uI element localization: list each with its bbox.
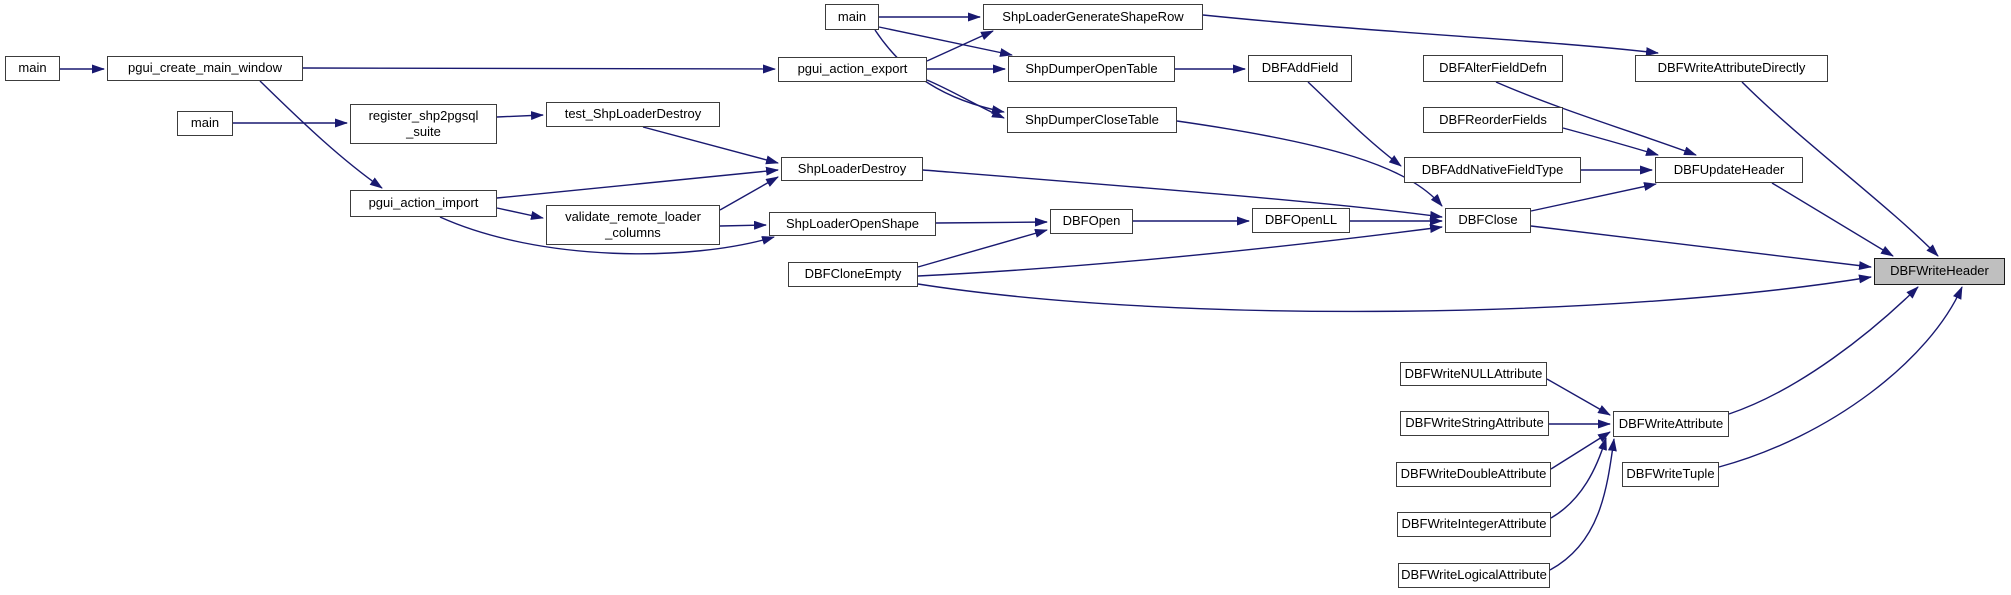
edge-ShpLoaderDestroy-to-DBFClose (922, 169, 1443, 220)
node-DBFUpdateHeader[interactable]: DBFUpdateHeader (1655, 157, 1803, 183)
node-DBFCloneEmpty[interactable]: DBFCloneEmpty (788, 262, 918, 287)
edge-group (60, 12, 1963, 571)
edge-DBFAlterFieldDefn-to-DBFUpdateHeader (1495, 81, 1697, 156)
node-DBFWriteIntegerAttribute[interactable]: DBFWriteIntegerAttribute (1397, 512, 1551, 537)
node-DBFClose[interactable]: DBFClose (1445, 208, 1531, 233)
node-pgui_create_main_window[interactable]: pgui_create_main_window (107, 56, 303, 81)
edge-DBFCloneEmpty-to-DBFWriteHeader (917, 274, 1872, 313)
edge-validate_remote_loader_columns-to-ShpLoaderOpenShape (719, 220, 767, 230)
edge-pgui_action_export-to-ShpLoaderGenerateShapeRow (926, 30, 994, 62)
node-ShpDumperCloseTable[interactable]: ShpDumperCloseTable (1007, 107, 1177, 133)
node-register_shp2pgsql_suite[interactable]: register_shp2pgsql _suite (350, 104, 497, 144)
node-DBFOpenLL[interactable]: DBFOpenLL (1252, 208, 1350, 233)
node-DBFAddNativeFieldType[interactable]: DBFAddNativeFieldType (1404, 157, 1581, 183)
edge-validate_remote_loader_columns-to-ShpLoaderDestroy (719, 176, 779, 211)
edge-DBFUpdateHeader-to-DBFWriteHeader (1771, 182, 1894, 257)
edge-ShpLoaderOpenShape-to-DBFOpen (935, 217, 1048, 227)
node-DBFWriteLogicalAttribute[interactable]: DBFWriteLogicalAttribute (1398, 563, 1550, 588)
node-main-2[interactable]: main (825, 4, 879, 30)
node-DBFWriteAttributeDirectly[interactable]: DBFWriteAttributeDirectly (1635, 55, 1828, 82)
edge-DBFReorderFields-to-DBFUpdateHeader (1562, 127, 1659, 156)
edge-pgui_create_main_window-to-pgui_action_export (302, 64, 776, 74)
edge-register_shp2pgsql_suite-to-test_ShpLoaderDestroy (496, 111, 544, 121)
edge-DBFCloneEmpty-to-DBFClose (917, 224, 1443, 277)
edge-main-2-to-ShpDumperOpenTable (878, 26, 1013, 57)
edge-DBFWriteAttribute-to-DBFWriteHeader (1728, 286, 1919, 415)
node-main-1[interactable]: main (5, 56, 60, 81)
edge-DBFAddField-to-DBFAddNativeFieldType (1307, 81, 1402, 167)
edge-DBFWriteIntegerAttribute-to-DBFWriteAttribute (1550, 437, 1607, 519)
edge-DBFWriteTuple-to-DBFWriteHeader (1718, 286, 1963, 468)
node-ShpDumperOpenTable[interactable]: ShpDumperOpenTable (1008, 56, 1175, 82)
node-test_ShpLoaderDestroy[interactable]: test_ShpLoaderDestroy (546, 102, 720, 127)
edge-pgui_action_import-to-validate_remote_loader_columns (496, 207, 544, 220)
node-DBFOpen[interactable]: DBFOpen (1050, 209, 1133, 234)
edge-DBFWriteNULLAttribute-to-DBFWriteAttribute (1546, 378, 1611, 416)
edge-DBFCloneEmpty-to-DBFOpen (917, 228, 1048, 268)
node-ShpLoaderGenerateShapeRow[interactable]: ShpLoaderGenerateShapeRow (983, 4, 1203, 30)
node-validate_remote_loader_columns[interactable]: validate_remote_loader _columns (546, 205, 720, 245)
edge-pgui_create_main_window-to-pgui_action_import (259, 80, 383, 189)
edge-ShpLoaderGenerateShapeRow-to-DBFWriteAttributeDirectly (1202, 14, 1659, 57)
node-DBFWriteStringAttribute[interactable]: DBFWriteStringAttribute (1400, 411, 1549, 436)
node-DBFReorderFields[interactable]: DBFReorderFields (1423, 107, 1563, 133)
edge-pgui_action_export-to-ShpDumperCloseTable (926, 79, 1005, 119)
node-DBFWriteAttribute[interactable]: DBFWriteAttribute (1613, 411, 1729, 437)
edge-pgui_action_import-to-ShpLoaderOpenShape (439, 216, 775, 255)
edge-DBFWriteLogicalAttribute-to-DBFWriteAttribute (1549, 438, 1617, 571)
edge-DBFClose-to-DBFWriteHeader (1530, 225, 1872, 271)
node-DBFAlterFieldDefn[interactable]: DBFAlterFieldDefn (1423, 55, 1563, 82)
node-DBFAddField[interactable]: DBFAddField (1248, 55, 1352, 82)
node-pgui_action_export[interactable]: pgui_action_export (778, 57, 927, 82)
node-ShpLoaderOpenShape[interactable]: ShpLoaderOpenShape (769, 212, 936, 236)
edge-test_ShpLoaderDestroy-to-ShpLoaderDestroy (642, 126, 779, 165)
edge-pgui_action_import-to-ShpLoaderDestroy (496, 166, 779, 199)
node-pgui_action_import[interactable]: pgui_action_import (350, 190, 497, 217)
node-main-3[interactable]: main (177, 111, 233, 136)
node-DBFWriteTuple[interactable]: DBFWriteTuple (1622, 462, 1719, 487)
node-DBFWriteNULLAttribute[interactable]: DBFWriteNULLAttribute (1400, 362, 1547, 386)
edge-DBFWriteAttributeDirectly-to-DBFWriteHeader (1741, 81, 1939, 257)
node-DBFWriteDoubleAttribute[interactable]: DBFWriteDoubleAttribute (1396, 462, 1551, 487)
node-ShpLoaderDestroy[interactable]: ShpLoaderDestroy (781, 157, 923, 181)
edge-ShpDumperCloseTable-to-DBFClose (1176, 120, 1443, 207)
edge-DBFClose-to-DBFUpdateHeader (1530, 182, 1657, 212)
node-DBFWriteHeader: DBFWriteHeader (1874, 258, 2005, 285)
edge-main-2-to-ShpDumperCloseTable (874, 29, 1005, 115)
